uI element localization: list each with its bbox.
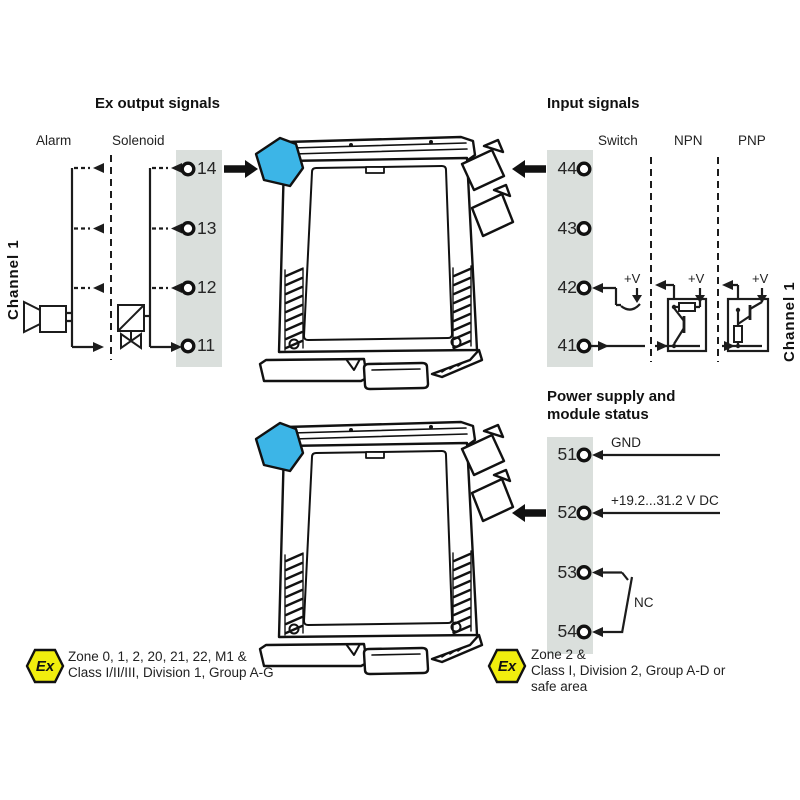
- column-label-npn: NPN: [674, 133, 703, 148]
- supply-plus-v-label: +V: [688, 271, 705, 286]
- terminal-14: 14: [197, 158, 217, 178]
- input-wiring-arrowheads: [592, 280, 767, 351]
- voltage-label: +19.2...31.2 V DC: [611, 493, 719, 508]
- resistor-icon: [678, 302, 696, 312]
- terminal-11: 11: [197, 335, 216, 355]
- switch-contact-icon: [620, 303, 641, 311]
- solenoid-valve-icon: [120, 332, 133, 350]
- power-terminal-strip: [547, 437, 593, 654]
- input-terminal-strip: [547, 150, 593, 367]
- approval-right-line2: Class I, Division 2, Group A-D or: [531, 663, 726, 678]
- column-label-switch: Switch: [598, 133, 638, 148]
- alarm-horn-icon: [23, 300, 41, 334]
- ex-hazardous-logo-icon: [25, 648, 65, 684]
- terminal-44: 44: [557, 158, 577, 178]
- arrow-output-to-module-icon: [224, 160, 258, 178]
- terminal-51: 51: [557, 444, 577, 464]
- terminal-42: 42: [557, 277, 577, 297]
- terminal-52: 52: [557, 502, 577, 522]
- supply-plus-v-label: +V: [752, 271, 769, 286]
- ex-logo-text: Ex: [497, 657, 517, 675]
- solenoid-valve-icon: [129, 332, 142, 350]
- ex-hazardous-logo-icon: [487, 648, 527, 684]
- terminal-circles: [180, 161, 592, 640]
- output-wiring-arrowheads: [93, 163, 182, 352]
- terminal-41: 41: [557, 335, 577, 355]
- alarm-label: Alarm: [36, 133, 72, 148]
- nc-label: NC: [634, 595, 654, 610]
- output-wiring: [23, 155, 171, 360]
- power-section-heading-line1: Power supply and: [547, 388, 676, 405]
- terminal-53: 53: [557, 561, 577, 582]
- power-wiring: [603, 453, 720, 634]
- module-drawing-top: [254, 135, 515, 391]
- arrow-power-to-module-icon: [512, 504, 546, 522]
- resistor-icon: [733, 325, 743, 343]
- supply-plus-v-label: +V: [624, 271, 641, 286]
- module-drawing-bottom: [254, 420, 515, 676]
- approval-left-line2: Class I/II/III, Division 1, Group A-G: [68, 665, 274, 680]
- terminal-54: 54: [557, 621, 577, 641]
- input-wiring: [591, 157, 770, 362]
- nc-contact-icon: [620, 576, 634, 634]
- input-section-heading: Input signals: [547, 95, 640, 112]
- channel-label-right: Channel 1: [781, 281, 798, 362]
- output-section-heading: Ex output signals: [95, 95, 221, 112]
- power-section-heading-line2: module status: [547, 406, 649, 423]
- gnd-label: GND: [611, 435, 641, 450]
- approval-right-line1: Zone 2 &: [531, 647, 586, 662]
- approval-left-line1: Zone 0, 1, 2, 20, 21, 22, M1 &: [68, 649, 247, 664]
- terminal-13: 13: [197, 217, 217, 238]
- terminal-43: 43: [557, 217, 577, 238]
- output-terminal-strip: [176, 150, 222, 367]
- ex-logo-text: Ex: [35, 657, 55, 675]
- approval-right-line3: safe area: [531, 679, 588, 694]
- terminal-12: 12: [197, 277, 217, 297]
- arrow-input-to-module-icon: [512, 160, 546, 178]
- column-label-pnp: PNP: [738, 133, 766, 148]
- channel-label-left: Channel 1: [5, 239, 22, 320]
- solenoid-label: Solenoid: [112, 133, 165, 148]
- power-wiring-arrowheads: [592, 450, 603, 637]
